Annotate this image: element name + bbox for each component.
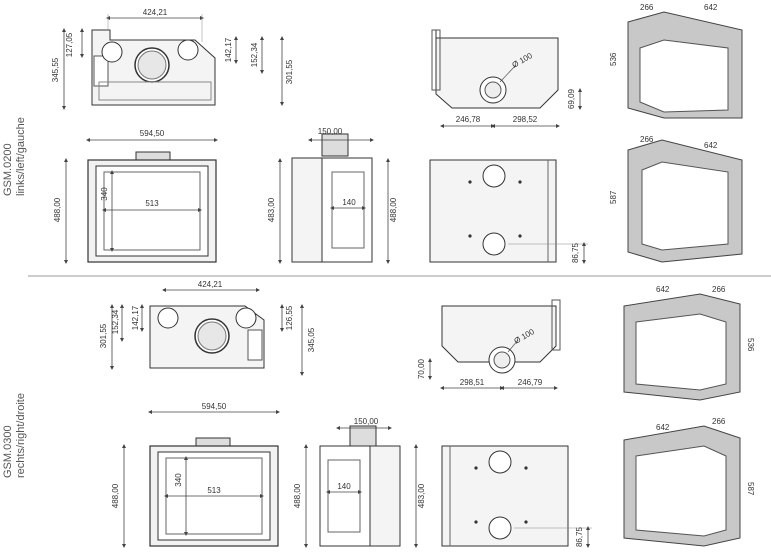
dim-label: 86,75 xyxy=(575,526,584,547)
dim-label: 142,17 xyxy=(224,37,233,62)
plan-view-top: 424,21 127,05 345,55 142,17 152,34 301,5… xyxy=(51,8,294,110)
dim-label: 642 xyxy=(704,141,718,150)
dim-label: 587 xyxy=(746,482,755,496)
dim-label: 152,34 xyxy=(250,42,259,67)
front-view-bottom: 594,50 488,00 340 513 xyxy=(111,402,280,548)
dim-label: 488,00 xyxy=(111,483,120,508)
front-view-top: 594,50 488,00 340 513 xyxy=(53,129,218,264)
dim-label: 266 xyxy=(712,285,726,294)
dim-label: 345,55 xyxy=(51,57,60,82)
back-view-bottom: 86,75 xyxy=(441,445,592,548)
dim-label: 594,50 xyxy=(140,129,165,138)
dim-label: 126,55 xyxy=(285,305,294,330)
dim-label: 483,00 xyxy=(267,197,276,222)
dim-label: 642 xyxy=(656,285,670,294)
dim-label: 642 xyxy=(704,3,718,12)
dim-label: 86,75 xyxy=(571,242,580,263)
dim-label: 246,79 xyxy=(518,378,543,387)
dim-label: 246,78 xyxy=(456,115,481,124)
dim-label: 266 xyxy=(712,417,726,426)
dim-label: 70,00 xyxy=(417,358,426,379)
iso-view-1-top: 266 642 536 xyxy=(609,3,743,119)
back-view-top: 86,75 xyxy=(429,159,588,264)
iso-view-2-bottom: 642 266 587 xyxy=(623,417,755,547)
dim-label: 536 xyxy=(746,338,755,352)
dim-label: 424,21 xyxy=(198,280,223,289)
dim-label: 142,17 xyxy=(131,305,140,330)
flue-view-bottom: Ø 100 70,00 298,51 246,79 xyxy=(417,299,561,390)
flue-view-top: Ø 100 246,78 298,52 69,09 xyxy=(431,29,582,128)
dim-label: 150,00 xyxy=(318,127,343,136)
dim-label: 140 xyxy=(342,198,356,207)
dim-label: 301,55 xyxy=(99,323,108,348)
dim-label: 488,00 xyxy=(53,197,62,222)
dim-label: 483,00 xyxy=(417,483,426,508)
dim-label: 488,00 xyxy=(389,197,398,222)
side-view-top: 150,00 483,00 140 488,00 xyxy=(267,127,398,264)
dim-label: 587 xyxy=(609,190,618,204)
dim-label: 298,52 xyxy=(513,115,538,124)
dim-label: 536 xyxy=(609,52,618,66)
dim-label: 488,00 xyxy=(293,483,302,508)
dim-label: 513 xyxy=(207,486,221,495)
dim-label: 642 xyxy=(656,423,670,432)
dim-label: 340 xyxy=(100,187,109,201)
dim-label: 340 xyxy=(174,473,183,487)
dim-label: 150,00 xyxy=(354,417,379,426)
dim-label: 266 xyxy=(640,135,654,144)
plan-view-bottom: 424,21 301,55 152,34 142,17 126,55 345,0… xyxy=(99,280,316,376)
dim-label: 594,50 xyxy=(202,402,227,411)
dim-label: 301,55 xyxy=(285,59,294,84)
side-view-bottom: 150,00 488,00 140 483,00 xyxy=(293,417,426,548)
dim-label: 298,51 xyxy=(460,378,485,387)
dim-label: 513 xyxy=(145,199,159,208)
dim-label: 69,09 xyxy=(567,88,576,109)
iso-view-1-bottom: 642 266 536 xyxy=(623,285,755,401)
dim-label: 266 xyxy=(640,3,654,12)
dim-label: 424,21 xyxy=(143,8,168,17)
dim-label: 140 xyxy=(337,482,351,491)
iso-view-2-top: 266 642 587 xyxy=(609,135,743,263)
dim-label: 127,05 xyxy=(65,32,74,57)
dim-label: 152,34 xyxy=(111,309,120,334)
dim-label: 345,05 xyxy=(307,327,316,352)
